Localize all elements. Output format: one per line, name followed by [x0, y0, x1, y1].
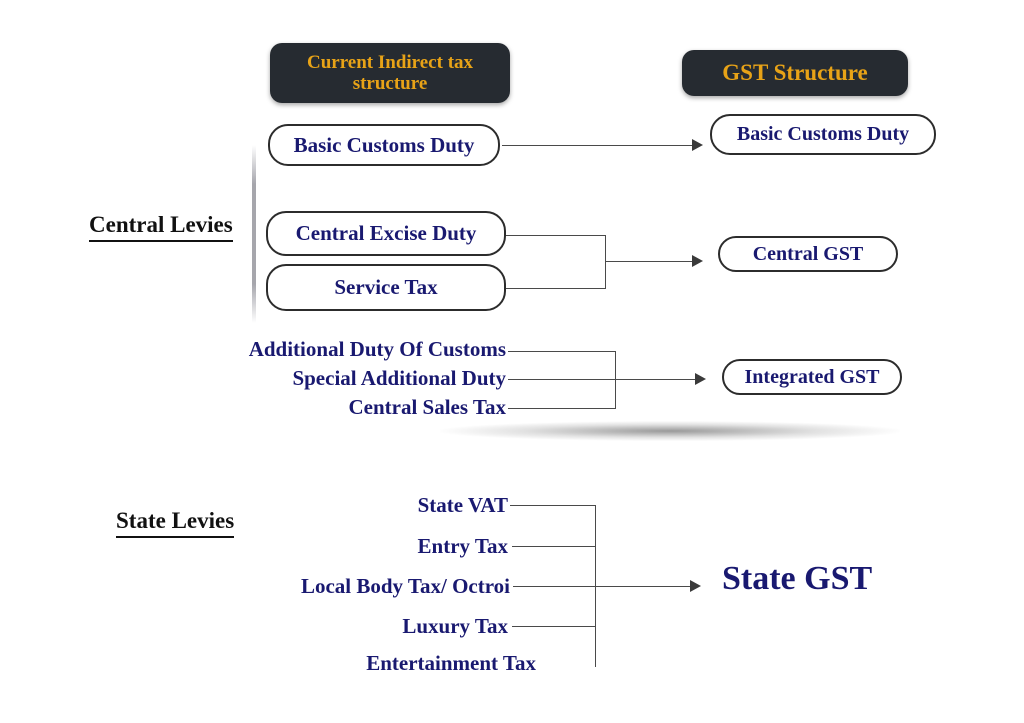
header-current-indirect-tax-structure: Current Indirect tax structure	[270, 43, 510, 103]
label-luxury-tax: Luxury Tax	[402, 614, 508, 638]
connector-central-excise-duty-stub	[506, 235, 606, 236]
box-basic-customs-duty-gst: Basic Customs Duty	[710, 114, 936, 155]
box-service-tax: Service Tax	[266, 264, 506, 311]
box-basic-customs-duty-current: Basic Customs Duty	[268, 124, 500, 166]
label-additional-duty-of-customs: Additional Duty Of Customs	[248, 337, 506, 361]
box-central-gst: Central GST	[718, 236, 898, 272]
connector-additional-duty-of-customs-stub	[508, 351, 616, 352]
connector-entry-tax-stub	[512, 546, 596, 547]
header-gst-structure: GST Structure	[682, 50, 908, 96]
connector-state-gst-trunk	[595, 586, 692, 587]
label-state-gst: State GST	[722, 560, 873, 597]
connector-special-additional-duty-stub	[508, 379, 616, 380]
connector-state-vat-stub	[510, 505, 596, 506]
arrowhead-to-integrated-gst	[695, 373, 706, 385]
connector-integrated-gst-trunk	[615, 379, 697, 380]
label-local-body-tax-octroi: Local Body Tax/ Octroi	[300, 574, 510, 598]
arrowhead-to-central-gst	[692, 255, 703, 267]
label-state-vat: State VAT	[417, 493, 508, 517]
label-special-additional-duty: Special Additional Duty	[292, 366, 506, 390]
label-entry-tax: Entry Tax	[417, 534, 508, 558]
label-central-sales-tax: Central Sales Tax	[348, 395, 506, 419]
connector-local-body-tax-stub	[513, 586, 596, 587]
arrowhead-bcd-to-bcd	[692, 139, 703, 151]
box-integrated-gst: Integrated GST	[722, 359, 902, 395]
connector-central-sales-tax-stub	[508, 408, 616, 409]
section-shadow	[440, 421, 900, 441]
connector-luxury-tax-stub	[512, 626, 596, 627]
arrowhead-to-state-gst	[690, 580, 701, 592]
connector-service-tax-stub	[506, 288, 606, 289]
label-entertainment-tax: Entertainment Tax	[366, 651, 536, 675]
box-central-excise-duty: Central Excise Duty	[266, 211, 506, 256]
section-heading-state-levies: State Levies	[116, 508, 235, 538]
central-levies-divider	[252, 145, 256, 323]
connector-bcd-to-bcd	[502, 145, 694, 146]
connector-central-gst-trunk	[605, 261, 694, 262]
section-heading-central-levies: Central Levies	[89, 212, 233, 242]
